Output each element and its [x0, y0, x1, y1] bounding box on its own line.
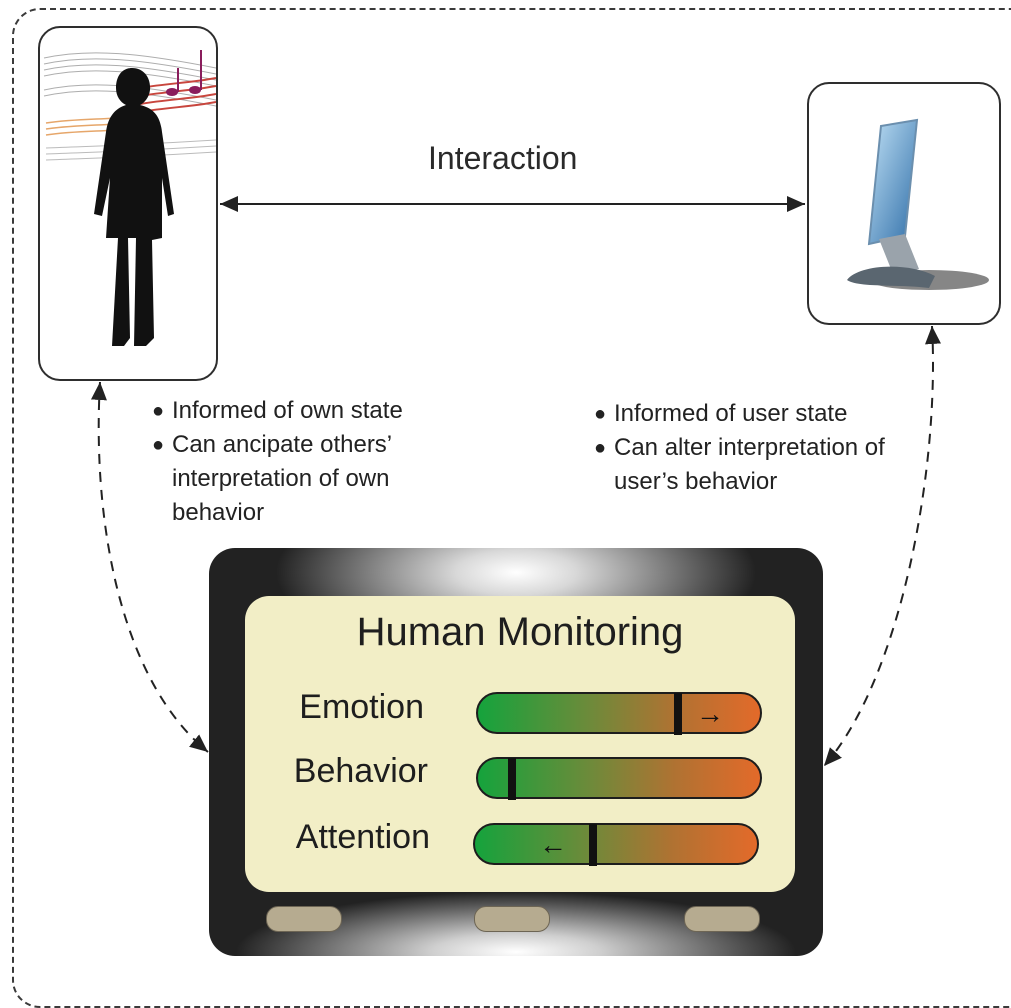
emotion-trend-arrow: → — [696, 698, 724, 729]
attention-trend-arrow: ← — [539, 829, 567, 860]
attention-meter-needle — [589, 824, 597, 866]
bullet-item: ● Can ancipate others’ interpretation of… — [152, 428, 452, 530]
computer-monitor-illustration — [847, 118, 989, 290]
emotion-meter: → — [476, 692, 762, 735]
computer-to-monitor-arrow — [823, 325, 941, 767]
attention-meter: ← — [473, 823, 759, 866]
monitor-title: Human Monitoring — [356, 610, 684, 654]
bullet-icon: ● — [594, 437, 607, 459]
bullet-icon: ● — [594, 403, 607, 425]
emotion-label: Emotion — [299, 688, 424, 726]
computer-card — [807, 82, 1001, 325]
human-to-monitor-arrow — [90, 381, 209, 753]
interaction-label: Interaction — [428, 140, 578, 176]
person-with-music-illustration — [43, 50, 216, 346]
monitor-button-left[interactable] — [266, 906, 342, 932]
attention-label: Attention — [295, 818, 430, 856]
bullet-text: Informed of user state — [614, 400, 848, 427]
person-card — [38, 26, 218, 381]
behavior-meter — [476, 757, 762, 800]
connector-layer — [90, 196, 941, 767]
monitor-button-right[interactable] — [684, 906, 760, 932]
bullet-item: ● Informed of own state — [152, 394, 452, 428]
bullet-icon: ● — [152, 434, 165, 456]
bullet-item: ● Can alter interpretation of user’s beh… — [594, 431, 924, 499]
behavior-label: Behavior — [293, 752, 428, 790]
monitor-button-center[interactable] — [474, 906, 550, 932]
computer-bullet-list: ● Informed of user state ● Can alter int… — [594, 397, 924, 499]
emotion-meter-needle — [674, 693, 682, 735]
bullet-item: ● Informed of user state — [594, 397, 924, 431]
bullet-text: Can alter interpretation of user’s behav… — [614, 434, 885, 495]
bullet-text: Informed of own state — [172, 397, 403, 424]
bullet-text: Can ancipate others’ interpretation of o… — [172, 431, 392, 526]
behavior-meter-needle — [508, 758, 516, 800]
bullet-icon: ● — [152, 400, 165, 422]
human-bullet-list: ● Informed of own state ● Can ancipate o… — [152, 394, 452, 530]
